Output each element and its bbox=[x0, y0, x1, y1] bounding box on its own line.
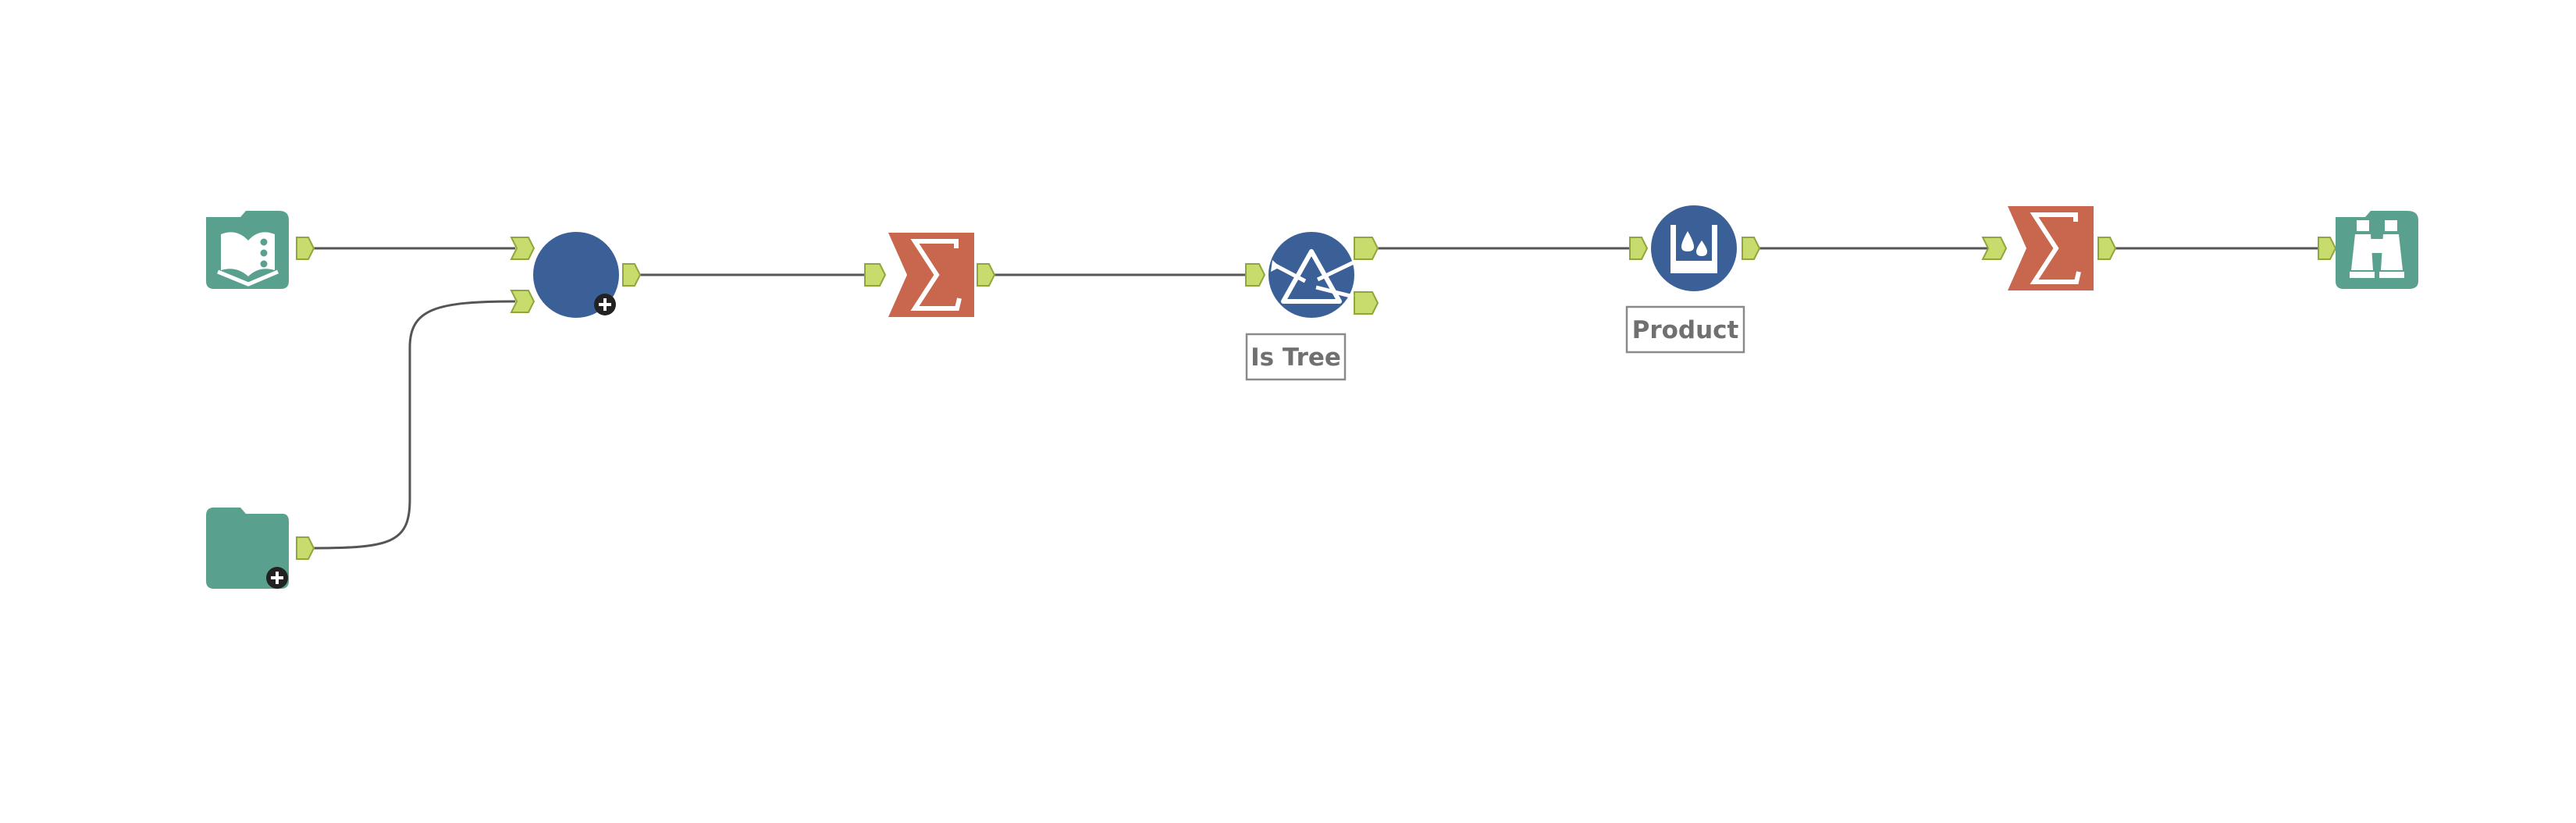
tool-directory[interactable] bbox=[206, 508, 289, 589]
output-anchor[interactable] bbox=[2097, 237, 2117, 260]
tool-append-fields[interactable] bbox=[533, 232, 619, 318]
output-anchor[interactable] bbox=[977, 263, 996, 287]
output-anchor[interactable] bbox=[622, 263, 642, 287]
circle-plus-icon bbox=[533, 232, 619, 318]
water-container-icon bbox=[1651, 205, 1737, 291]
input-anchor[interactable] bbox=[1245, 263, 1266, 287]
tool-annotation-label: Product bbox=[1632, 316, 1739, 344]
tool-annotation: Is Tree bbox=[1245, 333, 1347, 381]
sigma-icon bbox=[888, 233, 974, 317]
input-anchor[interactable] bbox=[864, 263, 887, 287]
input-anchor[interactable] bbox=[1629, 237, 1649, 260]
output-anchor[interactable] bbox=[296, 237, 315, 260]
folder-icon bbox=[206, 508, 289, 589]
plus-badge-icon bbox=[266, 567, 288, 589]
connection-directory-to-append[interactable] bbox=[313, 300, 516, 550]
anchors bbox=[296, 237, 2337, 560]
tool-annotation: Product bbox=[1625, 305, 1745, 354]
binoculars-icon bbox=[2336, 211, 2418, 289]
connections bbox=[313, 247, 2326, 550]
output-anchor[interactable] bbox=[296, 536, 315, 560]
output-anchor[interactable] bbox=[1742, 237, 1761, 260]
tool-annotation-label: Is Tree bbox=[1251, 344, 1341, 372]
tool-is-tree[interactable]: Is Tree bbox=[1245, 232, 1355, 381]
sigma-icon bbox=[2008, 206, 2094, 290]
tool-summarize-1[interactable] bbox=[888, 233, 974, 317]
tool-product[interactable]: Product bbox=[1625, 205, 1745, 354]
input-anchor[interactable] bbox=[2318, 237, 2337, 260]
tool-input-data[interactable] bbox=[206, 211, 289, 289]
tool-browse[interactable] bbox=[2336, 211, 2418, 289]
filter-triangle-icon bbox=[1268, 232, 1355, 318]
output-anchor-false[interactable] bbox=[1354, 291, 1379, 315]
output-anchor-true[interactable] bbox=[1354, 237, 1379, 260]
book-icon bbox=[206, 211, 289, 289]
tool-summarize-2[interactable] bbox=[2008, 206, 2094, 290]
input-anchor[interactable] bbox=[1981, 237, 2008, 260]
input-anchor[interactable] bbox=[510, 237, 535, 260]
input-anchor[interactable] bbox=[510, 290, 535, 313]
